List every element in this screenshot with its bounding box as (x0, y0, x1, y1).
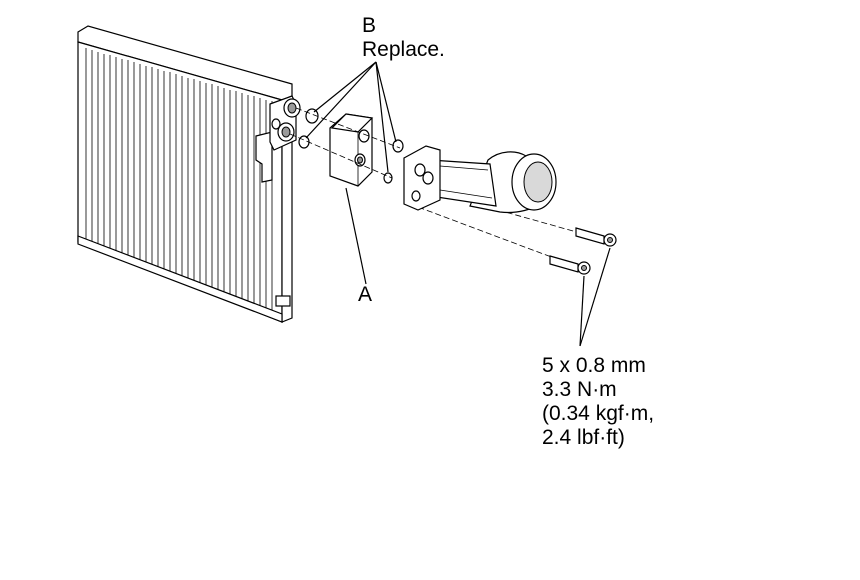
bolt-lower (549, 255, 591, 275)
o-ring-lower-right (383, 172, 393, 184)
label-part-a: A (358, 283, 372, 306)
label-torque-kgf: (0.34 kgf·m, (542, 402, 654, 425)
o-ring-upper-left (305, 108, 319, 124)
evaporator-pipe-fittings (269, 95, 301, 151)
o-ring-lower-left (298, 135, 310, 149)
label-torque-lbf: 2.4 lbf·ft) (542, 426, 625, 449)
bolt-upper (575, 227, 617, 247)
label-part-b: B (362, 14, 376, 37)
expansion-valve-a (329, 113, 374, 187)
label-torque-nm: 3.3 N·m (542, 378, 617, 401)
label-bolt-size: 5 x 0.8 mm (542, 354, 646, 377)
o-ring-upper-right (392, 139, 404, 153)
mounting-bolts (549, 227, 617, 275)
evaporator-core (77, 25, 293, 323)
suction-pipe-assembly (403, 145, 557, 214)
evaporator-fins (85, 48, 273, 318)
label-replace-note: Replace. (362, 38, 445, 61)
leader-lines (305, 61, 611, 347)
